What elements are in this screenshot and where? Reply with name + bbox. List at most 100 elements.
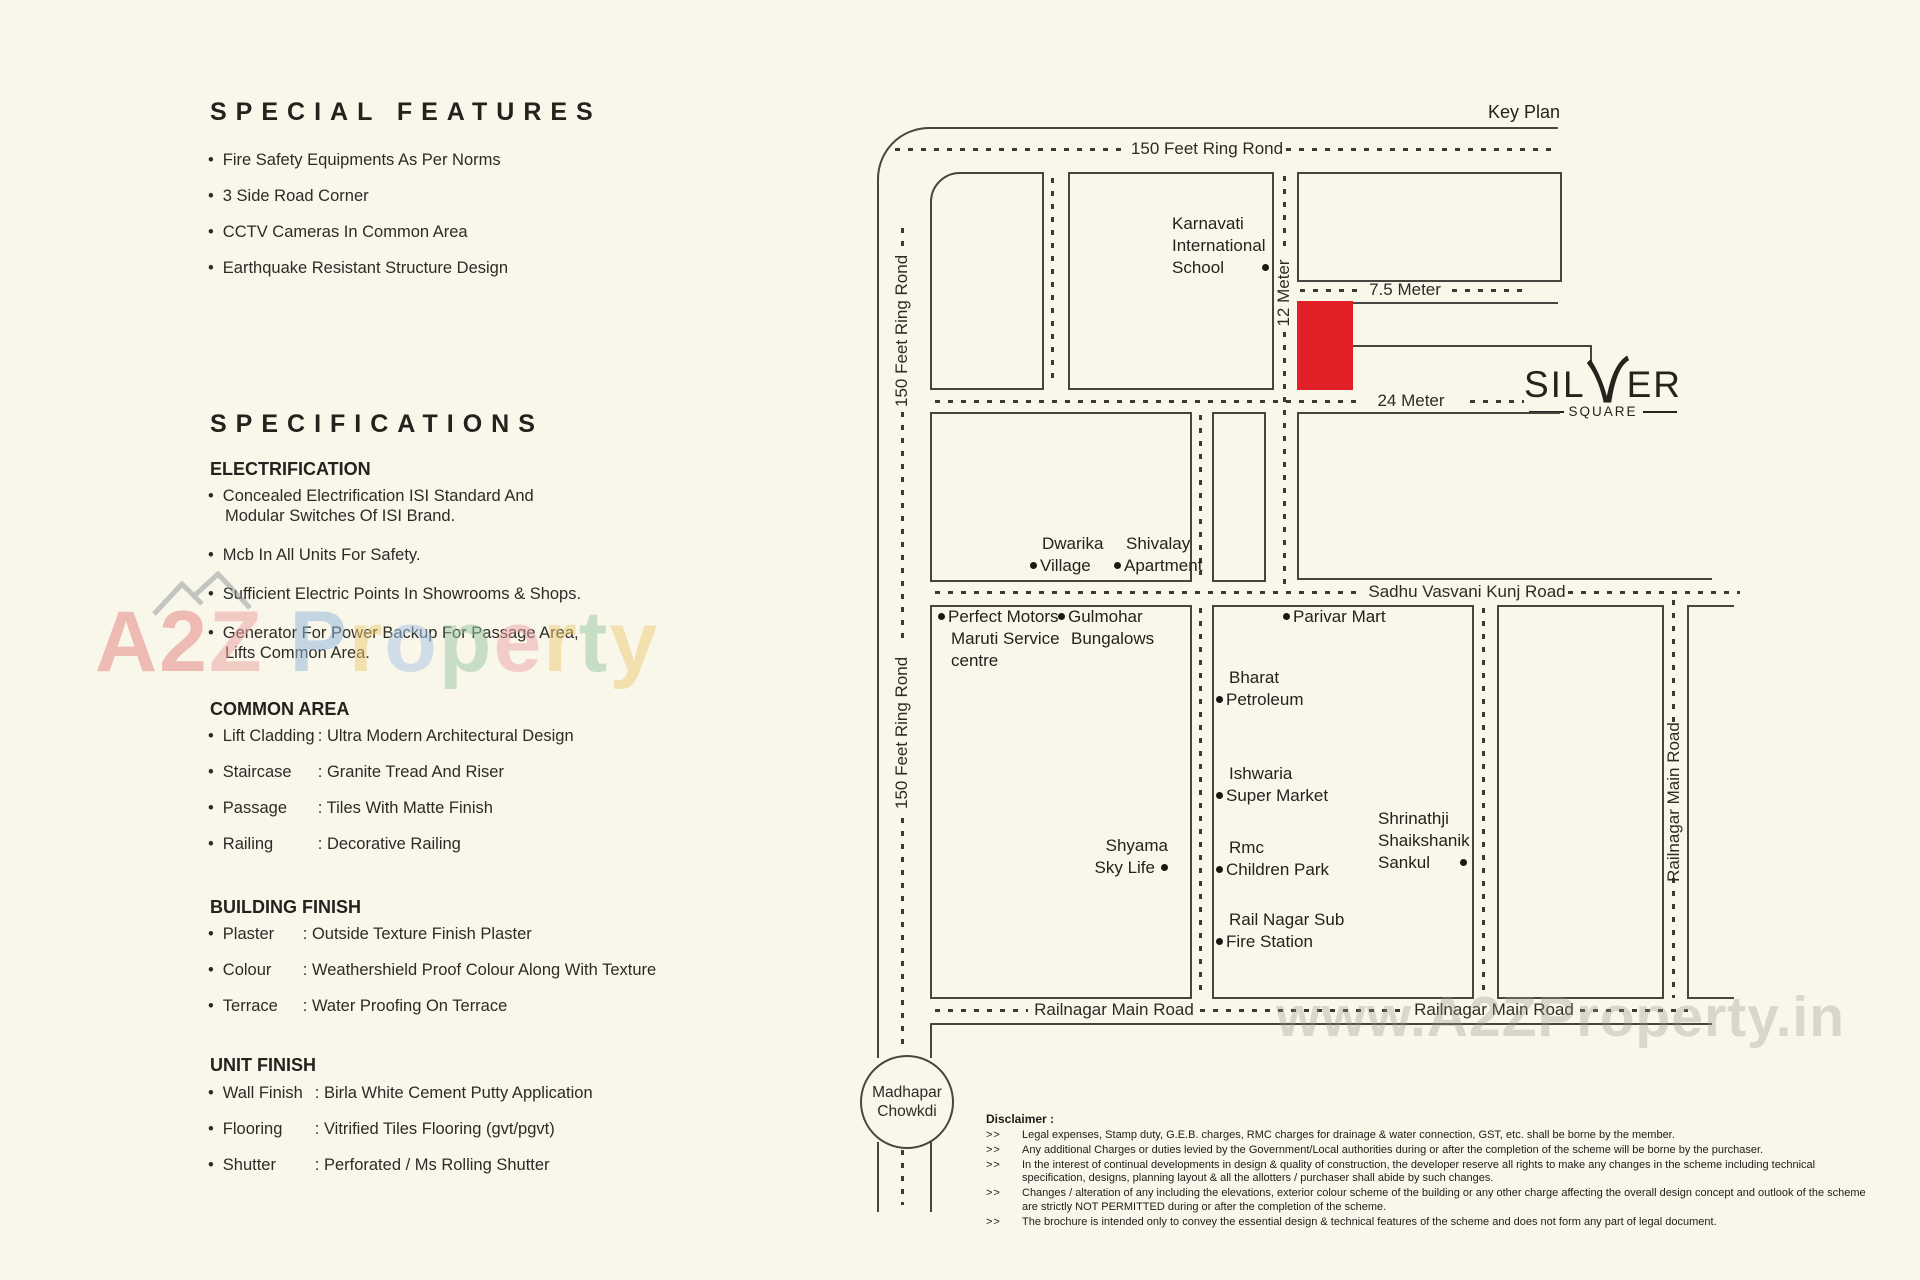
- place-bullet: [1283, 612, 1290, 620]
- disclaimer-item: Changes / alteration of any including th…: [986, 1187, 1870, 1214]
- place-line: Fire Station: [1216, 931, 1344, 953]
- railnagar-road-dashes: [935, 1009, 1028, 1012]
- place-line: Gulmohar: [1058, 606, 1154, 628]
- feature-item: Earthquake Resistant Structure Design: [208, 259, 508, 278]
- logo-dash: [1529, 410, 1564, 413]
- place-ishwaria: Ishwaria Super Market: [1216, 763, 1328, 807]
- site-marker-silver-square: [1297, 301, 1353, 390]
- site-extension-line: [1353, 345, 1592, 347]
- sadhu-road-label: Sadhu Vasvani Kunj Road: [1368, 582, 1566, 601]
- place-line: Parivar Mart: [1283, 606, 1386, 628]
- place-line: Bungalows: [1071, 629, 1155, 648]
- spec-value: : Granite Tread And Riser: [317, 763, 504, 781]
- spec-item: Sufficient Electric Points In Showrooms …: [208, 585, 581, 604]
- place-shyama-sky-life: Shyama Sky Life: [1090, 835, 1168, 879]
- spec-item: Lift Cladding: Ultra Modern Architectura…: [208, 727, 574, 746]
- railnagar-road-bottom-line: [930, 1023, 1712, 1025]
- disclaimer-item: Legal expenses, Stamp duty, G.E.B. charg…: [986, 1129, 1870, 1143]
- disclaimer-item: The brochure is intended only to convey …: [986, 1216, 1870, 1230]
- spec-label: Wall Finish: [222, 1084, 303, 1102]
- spec-item: Colour : Weathershield Proof Colour Along…: [208, 961, 656, 980]
- place-line: Rmc: [1229, 838, 1264, 857]
- spec-label: Shutter: [222, 1156, 276, 1174]
- spec-item: Mcb In All Units For Safety.: [208, 546, 421, 565]
- spec-value: : Weathershield Proof Colour Along With …: [302, 961, 657, 979]
- ring-road-dashes: [895, 148, 1128, 151]
- ring-road-label-left-lower: 150 Feet Ring Rond: [892, 656, 912, 809]
- map-block-edge: [1297, 578, 1712, 580]
- watermark-letter: t: [578, 594, 610, 690]
- spec-label: Lift Cladding: [222, 727, 315, 745]
- watermark-letter: 2: [159, 594, 209, 690]
- logo-text-sil: SIL: [1524, 364, 1586, 405]
- disclaimer-title: Disclaimer :: [986, 1112, 1055, 1126]
- map-block: [1687, 605, 1734, 999]
- logo-text-square: SQUARE: [1568, 404, 1638, 419]
- place-line: Shaikshanik: [1378, 831, 1470, 850]
- disclaimer: Disclaimer : Legal expenses, Stamp duty,…: [986, 1112, 1870, 1231]
- spec-value: : Tiles With Matte Finish: [317, 799, 493, 817]
- ring-road-left-line-lower: [877, 1142, 879, 1212]
- ring-road-dashes-vertical: [901, 228, 904, 252]
- place-bullet: [1058, 612, 1065, 620]
- place-line: Sky Life: [1090, 857, 1168, 879]
- place-rmc-children-park: Rmc Children Park: [1216, 837, 1329, 881]
- side-road-dashes: [1482, 608, 1485, 992]
- place-bharat-petroleum: Bharat Petroleum: [1216, 667, 1303, 711]
- place-line: Sankul: [1378, 852, 1470, 874]
- spec-value: : Birla White Cement Putty Application: [314, 1084, 593, 1102]
- side-road-dashes: [1051, 178, 1054, 384]
- place-line: Dwarika: [1042, 534, 1104, 553]
- ring-road-left-line: [877, 177, 879, 1058]
- sadhu-road-dashes: [935, 591, 1364, 594]
- place-perfect-motors: Perfect Motors Maruti Service centre: [938, 606, 1060, 672]
- site-extension-line: [1353, 302, 1558, 304]
- spec-label: Colour: [222, 961, 272, 979]
- railnagar-road-label-right: Railnagar Main Road: [1414, 1000, 1574, 1019]
- watermark-letter: A: [95, 594, 160, 690]
- place-bullet: [1161, 863, 1168, 871]
- ring-road-label-top: 150 Feet Ring Rond: [1128, 139, 1286, 159]
- spec-item: Plaster: Outside Texture Finish Plaster: [208, 925, 532, 944]
- place-parivar-mart: Parivar Mart: [1283, 606, 1386, 628]
- map-block-landmarks: [1212, 605, 1474, 999]
- logo-dash: [1642, 410, 1678, 413]
- spec-value: : Ultra Modern Architectural Design: [317, 727, 574, 745]
- spec-label: Railing: [222, 835, 274, 853]
- seven-half-meter-label: 7.5 Meter: [1369, 280, 1441, 299]
- place-gulmohar: Gulmohar Bungalows: [1058, 606, 1154, 650]
- place-line: Maruti Service: [951, 629, 1060, 648]
- ring-road-top-line: [927, 127, 1558, 129]
- place-line: Shivalay: [1126, 534, 1191, 553]
- map-block: [1297, 172, 1562, 282]
- map-block-karnavati: [1068, 172, 1274, 390]
- spec-value: : Decorative Railing: [317, 835, 461, 853]
- place-shrinathji: Shrinathji Shaikshanik Sankul: [1378, 808, 1470, 874]
- spec-item: Passage: Tiles With Matte Finish: [208, 799, 493, 818]
- place-line: Children Park: [1216, 859, 1329, 881]
- place-line: Bharat: [1229, 668, 1280, 687]
- feature-item: Fire Safety Equipments As Per Norms: [208, 151, 501, 170]
- place-line: Super Market: [1216, 785, 1328, 807]
- place-bullet: [1459, 858, 1467, 866]
- spec-label: Flooring: [222, 1120, 283, 1138]
- spec-item: Staircase: Granite Tread And Riser: [208, 763, 504, 782]
- spec-value: : Water Proofing On Terrace: [302, 997, 508, 1015]
- group-heading-unit-finish: UNIT FINISH: [210, 1055, 316, 1075]
- place-line: Shrinathji: [1378, 809, 1449, 828]
- group-heading-building-finish: BUILDING FINISH: [210, 897, 361, 917]
- ring-road-dashes: [1286, 148, 1556, 151]
- spec-item: Generator For Power Backup For Passage A…: [208, 624, 579, 643]
- disclaimer-item: In the interest of continual development…: [986, 1159, 1870, 1186]
- railnagar-road-label-vertical: Railnagar Main Road: [1664, 722, 1683, 882]
- place-bullet: [1261, 263, 1269, 271]
- twenty-four-meter-dashes: [1470, 400, 1524, 403]
- place-line: centre: [951, 651, 999, 670]
- place-bullet: [938, 612, 945, 620]
- map-block-edge: [1297, 412, 1299, 578]
- railnagar-road-dashes: [1580, 1009, 1688, 1012]
- spec-item-cont: Modular Switches Of ISI Brand.: [225, 507, 456, 525]
- silver-square-logo: SIL ER SQUARE: [1524, 352, 1682, 419]
- ring-road-inner-line: [930, 1023, 932, 1058]
